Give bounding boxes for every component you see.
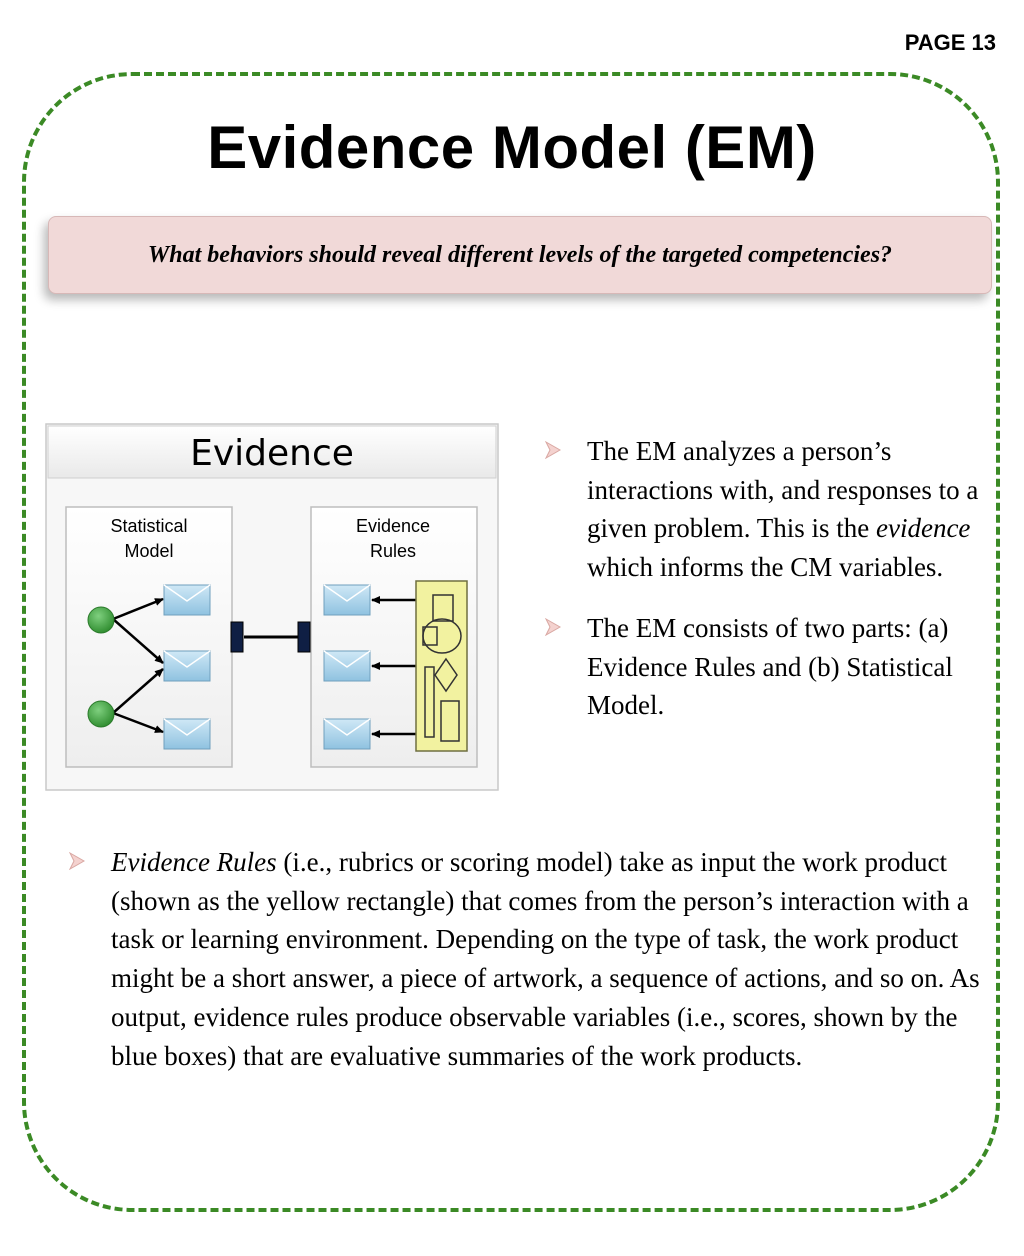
arrow-node1-box2 — [112, 618, 164, 664]
bullet-evidence-rules: Evidence Rules (i.e., rubrics or scoring… — [64, 843, 984, 1075]
arrow-node1-box1 — [112, 597, 164, 621]
evidence-rules-description: Evidence Rules (i.e., rubrics or scoring… — [64, 843, 984, 1098]
bullet-em-consists: The EM consists of two parts: (a) Eviden… — [540, 609, 980, 725]
bullet-em-analyzes-text: The EM analyzes a person’s interactions … — [587, 436, 979, 543]
connector-end-left — [230, 621, 244, 653]
page-title: Evidence Model (EM) — [207, 114, 817, 181]
arrow-node2-box2 — [112, 668, 164, 714]
bullet-em-consists-text: The EM consists of two parts: (a) Eviden… — [587, 613, 953, 720]
competency-node-2 — [87, 700, 115, 728]
guiding-question-box: What behaviors should reveal different l… — [48, 216, 992, 294]
evidence-model-diagram: Evidence Statistical Model Evidence Rule… — [45, 423, 499, 791]
statistical-model-label-line1: Statistical — [110, 516, 187, 536]
connector-end-right — [297, 621, 311, 653]
em-description-bullets: The EM analyzes a person’s interactions … — [540, 432, 980, 748]
bullet-arrow-icon — [68, 852, 86, 870]
bullet-arrow-icon — [544, 441, 562, 459]
statistical-model-label-line2: Model — [124, 541, 173, 561]
bullet-em-analyzes: The EM analyzes a person’s interactions … — [540, 432, 980, 586]
diagram-header-label: Evidence — [190, 433, 354, 474]
page-number: PAGE 13 — [904, 30, 996, 55]
evidence-rules-label-line2: Rules — [370, 541, 416, 561]
bullet-evidence-rules-emphasis: Evidence Rules — [111, 847, 277, 877]
guiding-question-text: What behaviors should reveal different l… — [147, 241, 893, 268]
bullet-em-analyzes-text-end: which informs the CM variables. — [587, 551, 944, 582]
arrow-node2-box3 — [112, 711, 164, 734]
diagram-header-band — [47, 425, 497, 479]
work-product-rectangle — [415, 580, 468, 752]
evidence-rules-label-line1: Evidence — [356, 516, 430, 536]
dashed-page-frame — [22, 72, 1000, 1212]
observable-boxes-right — [323, 584, 371, 750]
bullet-arrow-icon — [544, 618, 562, 636]
bullet-em-analyzes-emphasis: evidence — [875, 513, 971, 543]
competency-node-1 — [87, 606, 115, 634]
observable-boxes-left — [163, 584, 211, 750]
bullet-evidence-rules-text: (i.e., rubrics or scoring model) take as… — [111, 847, 980, 1071]
